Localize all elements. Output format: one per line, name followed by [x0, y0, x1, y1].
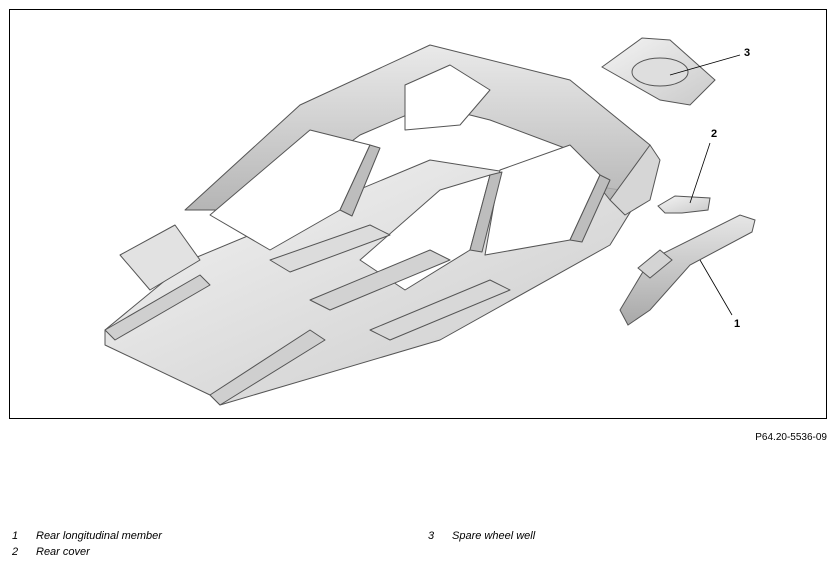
- callout-2: 2: [711, 128, 717, 140]
- legend-item: 3 Spare wheel well: [428, 528, 535, 544]
- part-rear-longitudinal-member: [619, 214, 756, 326]
- leader-line-1: [699, 259, 733, 316]
- legend-item-number: 3: [428, 530, 435, 542]
- legend-item-text: Spare wheel well: [452, 530, 536, 542]
- callout-3: 3: [744, 47, 750, 59]
- leader-line-3: [669, 54, 741, 76]
- leader-line-2: [689, 142, 711, 204]
- legend-item-text: Rear longitudinal member: [36, 530, 162, 542]
- car-body-shell: [104, 44, 661, 406]
- illustration-frame: 3 2 1: [9, 9, 827, 419]
- part-spare-wheel-well: [601, 37, 716, 106]
- leader-lines: [669, 54, 741, 316]
- body-shell-illustration: 3 2 1: [104, 37, 756, 406]
- callout-1: 1: [734, 318, 740, 330]
- legend-item-number: 2: [12, 546, 19, 558]
- legend-item-text: Rear cover: [36, 546, 90, 558]
- legend-right-column: 3 Spare wheel well: [428, 528, 535, 544]
- legend-item-number: 1: [12, 530, 19, 542]
- figure-reference-code: P64.20-5536-09: [755, 432, 827, 443]
- legend-left-column: 1 Rear longitudinal member 2 Rear cover: [12, 528, 162, 560]
- legend-item: 2 Rear cover: [12, 544, 162, 560]
- part-rear-cover: [657, 195, 711, 214]
- legend-item: 1 Rear longitudinal member: [12, 528, 162, 544]
